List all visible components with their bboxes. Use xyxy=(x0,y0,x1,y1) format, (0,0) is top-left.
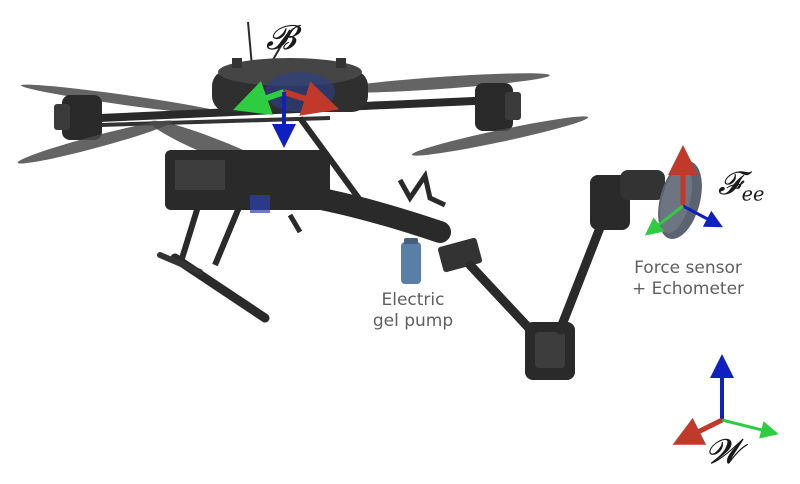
gel-pump xyxy=(401,238,421,284)
sensor-label-line1: Force sensor xyxy=(634,258,742,278)
ee-frame-axes xyxy=(644,145,723,236)
sensor-label-line2: + Echometer xyxy=(631,279,745,299)
propeller-rear-right xyxy=(330,73,550,93)
landing-gear xyxy=(157,199,303,323)
arm-elbow-joint xyxy=(525,322,575,380)
drone-body xyxy=(212,58,368,112)
propeller-front-right xyxy=(411,116,589,156)
sensor-label: Force sensor + Echometer xyxy=(606,258,770,300)
force-sensor-disc xyxy=(658,161,702,239)
motor-left xyxy=(54,95,102,140)
ee-frame-label-main: 𝓕 xyxy=(718,164,742,202)
motor-right xyxy=(475,83,521,131)
manipulator-arm xyxy=(289,169,665,380)
ee-frame-label: 𝓕ee xyxy=(718,164,764,206)
arm-wrist-joint xyxy=(590,170,665,230)
body-frame-label: 𝓑 xyxy=(266,18,296,58)
electronics-bay xyxy=(165,116,363,213)
world-frame-axes xyxy=(672,354,779,445)
pump-label-line2: gel pump xyxy=(372,311,454,331)
body-frame-axes xyxy=(233,81,340,148)
propeller-front-left xyxy=(17,120,173,164)
pump-label: Electric gel pump xyxy=(362,290,464,332)
propeller-rear-left xyxy=(21,84,229,116)
pump-label-line1: Electric xyxy=(381,290,445,310)
ee-frame-label-sub: ee xyxy=(741,182,765,206)
world-frame-label: 𝓦 xyxy=(706,432,742,472)
